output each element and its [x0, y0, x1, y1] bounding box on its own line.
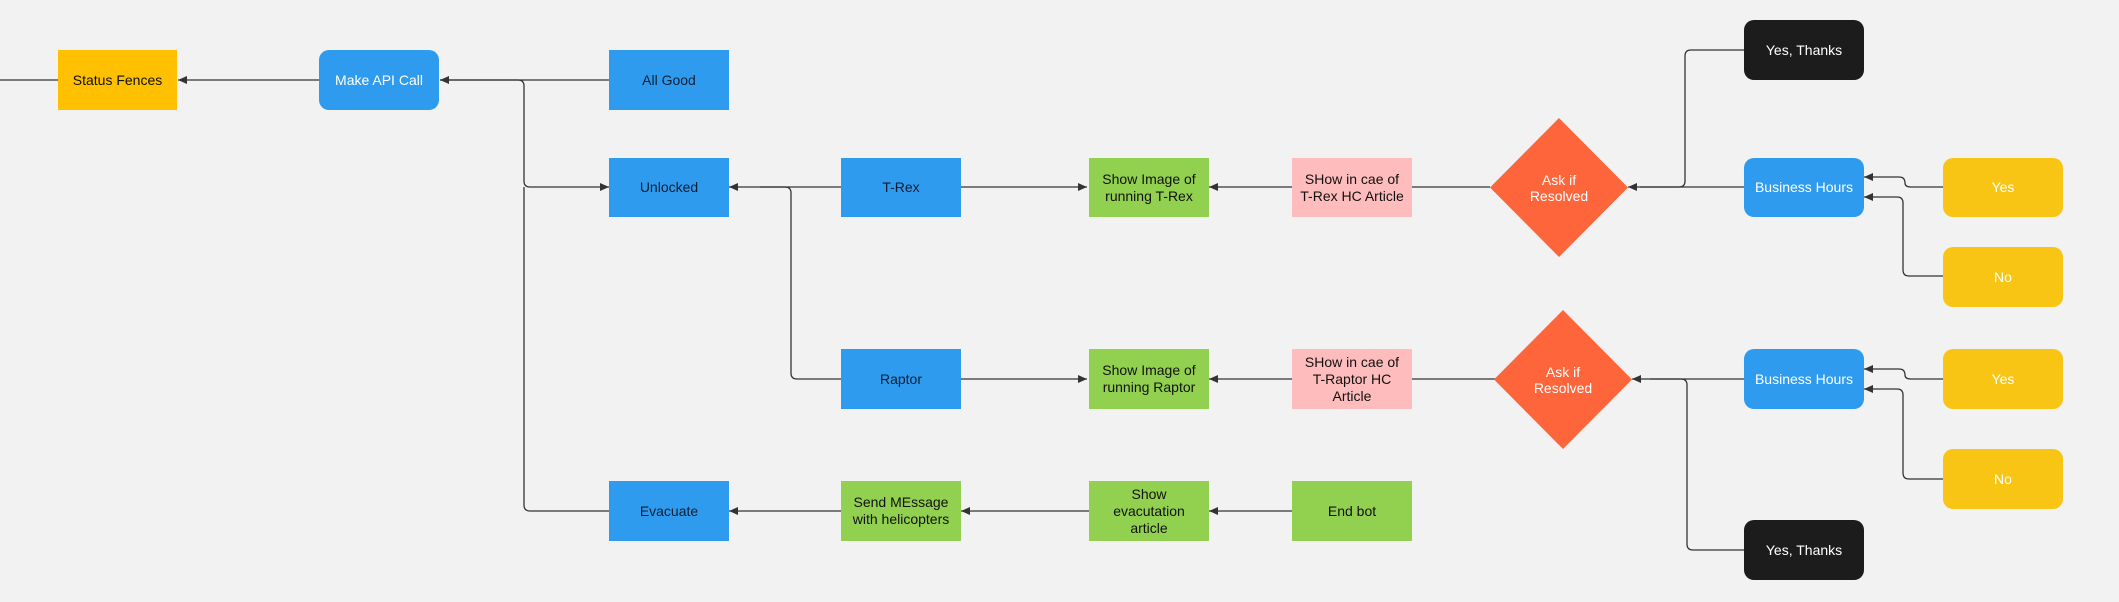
diamond-shape: [1494, 310, 1632, 449]
end-bot-label: End bot: [1327, 502, 1377, 519]
edge-raptor-to-unlocked: [760, 186, 841, 380]
all-good-label: All Good: [642, 71, 696, 88]
t-rex-label: T-Rex: [882, 179, 920, 195]
evacuate-node[interactable]: Evacuate: [609, 481, 729, 541]
raptor-node[interactable]: Raptor: [841, 349, 961, 409]
edge-yes-thanks2-to-ask2: [1650, 378, 1744, 551]
hc-article-trex-node[interactable]: SHow in cae of T-Rex HC Article: [1292, 158, 1412, 217]
business-hours-node-2[interactable]: Business Hours: [1744, 349, 1864, 409]
business-hours-label-1: Business Hours: [1754, 179, 1854, 195]
hc-article-raptor-label: SHow in cae of T-Raptor HC Article: [1304, 353, 1400, 404]
yes-label-2: Yes: [1991, 370, 2015, 387]
yes-label-1: Yes: [1991, 179, 2015, 195]
yes-thanks-node-2[interactable]: Yes, Thanks: [1744, 520, 1864, 580]
yes-node-1[interactable]: Yes: [1943, 158, 2063, 217]
unlocked-label: Unlocked: [639, 179, 699, 195]
show-evacuation-label: Show evacutation article: [1113, 485, 1185, 536]
ask-resolved-label-1: Ask if Resolved: [1529, 171, 1589, 204]
no-node-2[interactable]: No: [1943, 449, 2063, 509]
edge-trunk-to-evacuate: [523, 187, 609, 512]
hc-article-raptor-node[interactable]: SHow in cae of T-Raptor HC Article: [1292, 349, 1412, 409]
no-label-1: No: [1994, 268, 2012, 285]
yes-thanks-label-2: Yes, Thanks: [1765, 541, 1843, 558]
edge-no1-to-bh1: [1864, 193, 1943, 277]
raptor-label: Raptor: [879, 370, 923, 387]
business-hours-label-2: Business Hours: [1754, 370, 1854, 387]
show-evacuation-node[interactable]: Show evacutation article: [1089, 481, 1209, 541]
evacuate-label: Evacuate: [639, 502, 699, 519]
edge-no2-to-bh2: [1864, 385, 1943, 480]
show-image-raptor-label: Show Image of running Raptor: [1102, 362, 1196, 395]
yes-thanks-label-1: Yes, Thanks: [1765, 41, 1843, 58]
make-api-call-label: Make API Call: [335, 71, 423, 88]
t-rex-node[interactable]: T-Rex: [841, 158, 961, 217]
send-message-node[interactable]: Send MEssage with helicopters: [841, 481, 961, 541]
diamond-shape: [1490, 118, 1628, 257]
hc-article-trex-label: SHow in cae of T-Rex HC Article: [1300, 170, 1404, 204]
unlocked-node[interactable]: Unlocked: [609, 158, 729, 217]
yes-thanks-node-1[interactable]: Yes, Thanks: [1744, 20, 1864, 80]
status-fences-label: Status Fences: [72, 71, 163, 88]
send-message-label: Send MEssage with helicopters: [852, 494, 950, 527]
end-bot-node[interactable]: End bot: [1292, 481, 1412, 541]
status-fences-node[interactable]: Status Fences: [58, 50, 177, 110]
edge-yes-thanks1-to-ask1: [1640, 49, 1744, 188]
all-good-node[interactable]: All Good: [609, 50, 729, 110]
edge-trunk-to-unlocked: [440, 79, 609, 191]
show-image-raptor-node[interactable]: Show Image of running Raptor: [1089, 349, 1209, 409]
show-image-trex-label: Show Image of running T-Rex: [1102, 170, 1196, 204]
business-hours-node-1[interactable]: Business Hours: [1744, 158, 1864, 217]
ask-resolved-decision-2[interactable]: Ask if Resolved: [1494, 310, 1632, 449]
no-node-1[interactable]: No: [1943, 247, 2063, 307]
yes-node-2[interactable]: Yes: [1943, 349, 2063, 409]
edge-yes1-to-bh1: [1864, 173, 1943, 188]
no-label-2: No: [1994, 470, 2012, 487]
ask-resolved-decision-1[interactable]: Ask if Resolved: [1490, 118, 1628, 257]
edge-yes2-to-bh2: [1864, 365, 1943, 380]
make-api-call-node[interactable]: Make API Call: [319, 50, 439, 110]
show-image-trex-node[interactable]: Show Image of running T-Rex: [1089, 158, 1209, 217]
ask-resolved-label-2: Ask if Resolved: [1533, 363, 1593, 396]
